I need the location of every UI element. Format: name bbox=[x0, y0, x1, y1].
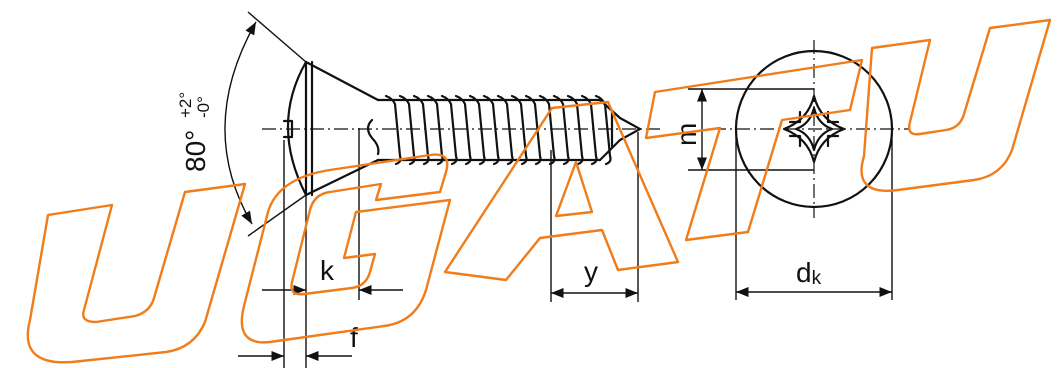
watermark-letter-u2 bbox=[860, 18, 1052, 192]
angle-main-label: 80° bbox=[180, 130, 211, 172]
thread-crest bbox=[496, 94, 514, 166]
thread-crest bbox=[594, 94, 612, 166]
ugatu-watermark bbox=[26, 18, 1052, 364]
thread-crest bbox=[426, 94, 444, 166]
angle-label-group: 80° +2° -0° bbox=[176, 92, 213, 172]
angle-plus-label: +2° bbox=[176, 92, 195, 118]
thread-crest bbox=[552, 94, 570, 166]
thread-crest bbox=[454, 94, 472, 166]
watermark-letter-t bbox=[644, 58, 864, 242]
y-label: y bbox=[584, 256, 598, 287]
thread-crest bbox=[482, 94, 500, 166]
thread-crest bbox=[580, 94, 598, 166]
k-dimension: k bbox=[262, 128, 403, 368]
cross-recess-wings bbox=[788, 110, 840, 148]
angle-dimension: 80° +2° -0° bbox=[176, 11, 307, 237]
head-recess bbox=[282, 119, 294, 139]
m-label: m bbox=[671, 123, 702, 146]
watermark-letter-a bbox=[443, 100, 680, 282]
thread-start bbox=[366, 118, 380, 156]
angle-arc bbox=[224, 21, 257, 225]
cross-recess-inner bbox=[794, 106, 834, 152]
dk-label: dk bbox=[796, 257, 822, 289]
thread-crest bbox=[412, 94, 430, 166]
head-cone-top bbox=[304, 60, 380, 102]
screw-side-view bbox=[262, 60, 660, 197]
thread-crest bbox=[538, 94, 556, 166]
angle-ext-top bbox=[247, 11, 307, 63]
f-label: f bbox=[350, 322, 358, 353]
thread-crest bbox=[468, 94, 486, 166]
thread-crest bbox=[440, 94, 458, 166]
dk-label-sub: k bbox=[812, 268, 822, 289]
thread-crests bbox=[384, 94, 612, 166]
watermark-letter-g bbox=[240, 153, 452, 344]
thread-crest bbox=[510, 94, 528, 166]
dk-label-main: d bbox=[796, 257, 812, 288]
thread-crest bbox=[398, 94, 416, 166]
thread-crest bbox=[566, 94, 584, 166]
watermark-letter-u bbox=[26, 182, 247, 364]
thread-crest bbox=[384, 94, 402, 166]
angle-minus-label: -0° bbox=[194, 96, 213, 118]
f-dimension: f bbox=[238, 322, 358, 362]
y-dimension: y bbox=[550, 132, 639, 302]
head-cone-bottom bbox=[304, 158, 380, 197]
angle-ext-bottom bbox=[247, 194, 307, 237]
k-label: k bbox=[320, 255, 335, 286]
